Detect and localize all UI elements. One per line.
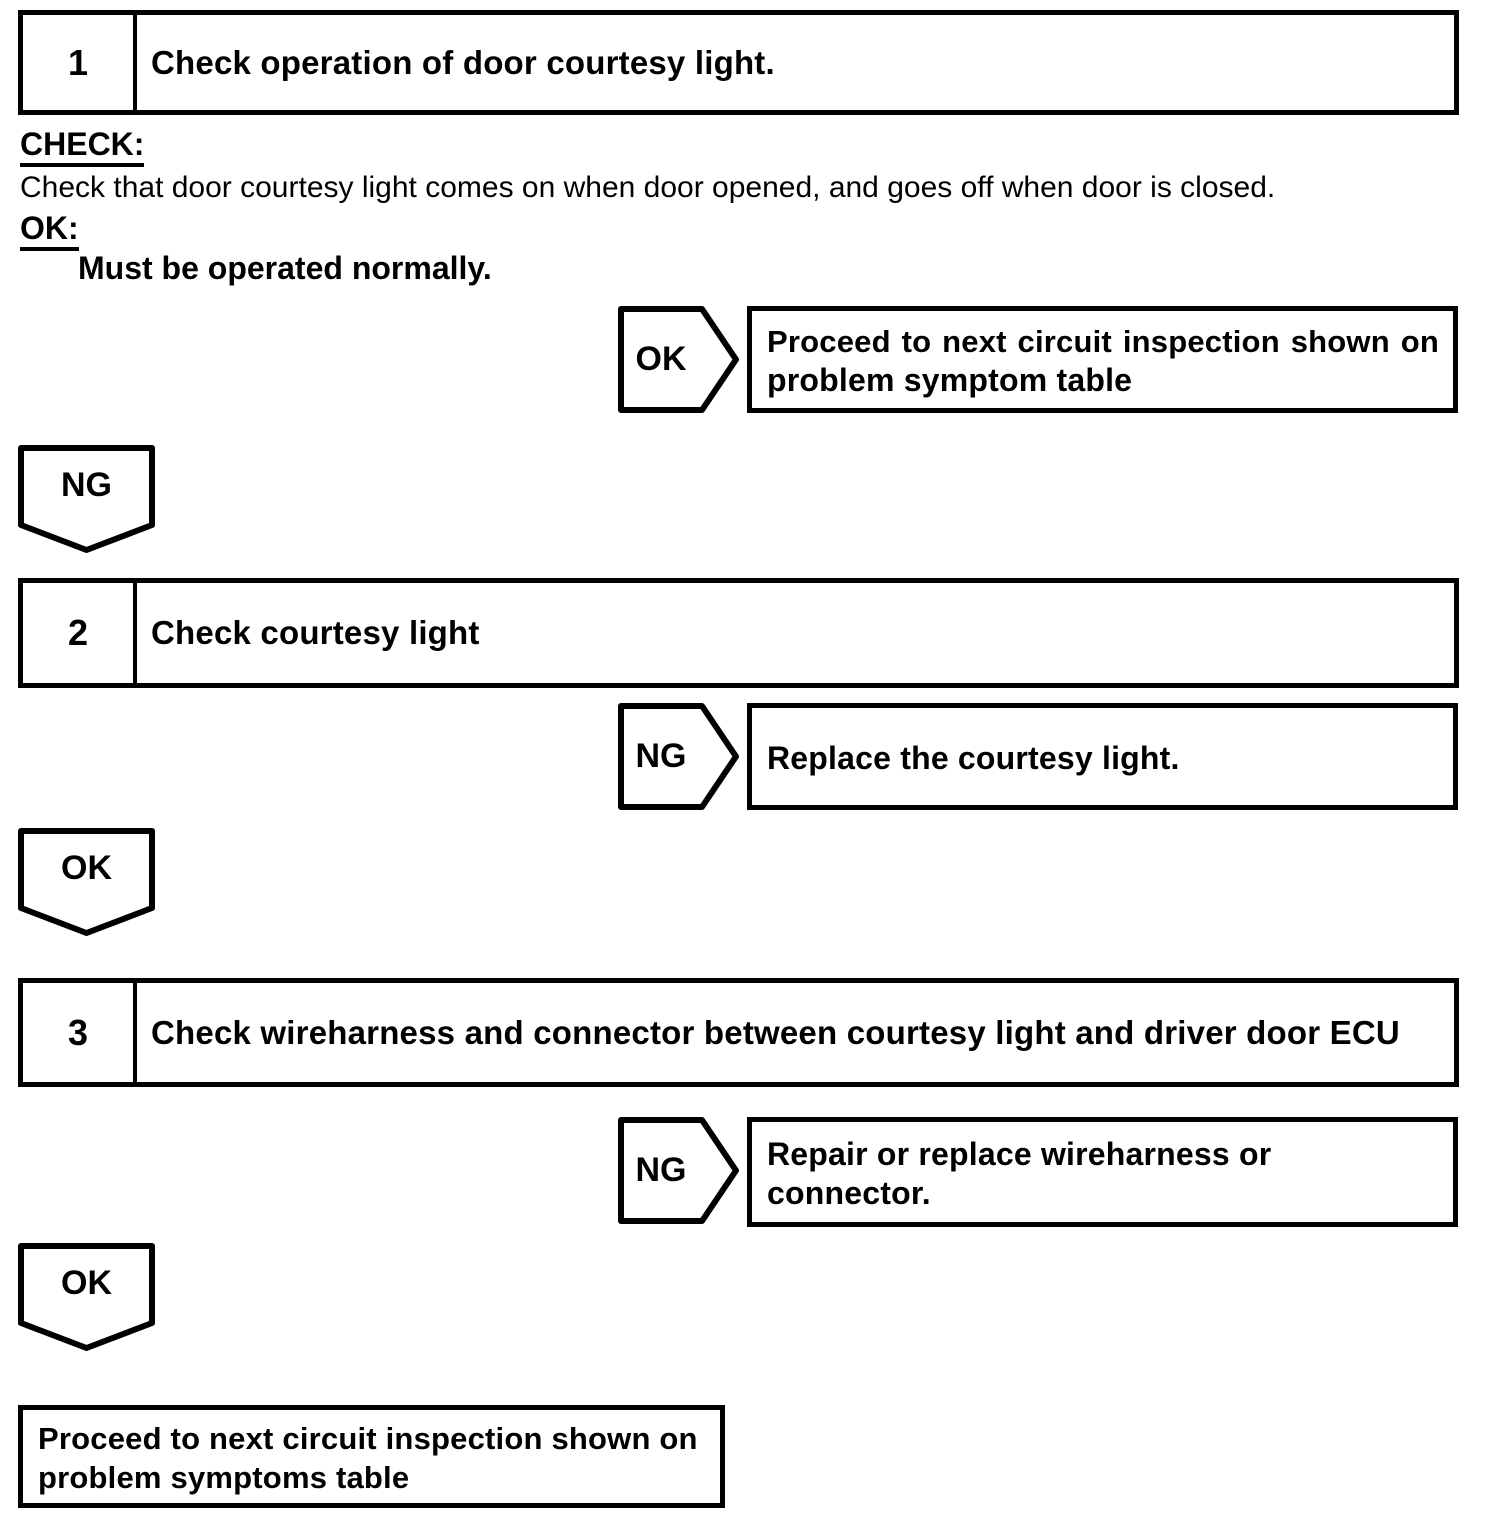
ok-label: OK:: [20, 212, 79, 251]
ng-arrow-connector-1: NG: [618, 703, 740, 810]
step-1-title: Check operation of door courtesy light.: [151, 43, 775, 81]
result-box-ok-1: Proceed to next circuit inspection shown…: [747, 306, 1458, 413]
down-pentagon-icon: [18, 445, 155, 553]
step-2-number: 2: [23, 583, 137, 683]
step-box-2: 2 Check courtesy light: [18, 578, 1459, 688]
ng-arrow-connector-2: NG: [618, 1117, 740, 1224]
down-pentagon-icon: [18, 1243, 155, 1351]
result-box-ng-1: Replace the courtesy light.: [747, 703, 1458, 810]
right-pentagon-icon: [618, 1117, 739, 1224]
result-text: Repair or replace wireharness or connect…: [767, 1135, 1272, 1211]
ok-requirement: Must be operated normally.: [78, 250, 492, 286]
step-2-title: Check courtesy light: [151, 614, 480, 651]
result-text: Replace the courtesy light.: [767, 739, 1180, 776]
right-pentagon-icon: [618, 703, 739, 810]
result-text: Proceed to next circuit inspection shown…: [767, 324, 1439, 360]
step-box-1: 1 Check operation of door courtesy light…: [18, 10, 1459, 115]
verdict-label-ng: NG: [635, 1151, 687, 1189]
ok-down-connector-2: OK: [18, 1243, 155, 1351]
right-pentagon-icon: [618, 306, 739, 413]
connector-label-ng: NG: [61, 465, 112, 504]
verdict-label-ng: NG: [635, 737, 687, 775]
connector-label-ok: OK: [61, 848, 112, 887]
ok-arrow-connector-1: OK: [618, 306, 740, 413]
check-label: CHECK:: [20, 128, 145, 167]
step-1-number: 1: [23, 15, 137, 110]
final-result-box: Proceed to next circuit inspection shown…: [18, 1405, 725, 1508]
connector-label-ok: OK: [61, 1263, 112, 1302]
final-result-text: Proceed to next circuit inspection shown…: [38, 1421, 698, 1456]
step-3-title: Check wireharness and connector between …: [151, 1013, 1400, 1051]
final-result-text: problem symptoms table: [38, 1459, 410, 1495]
step-box-3: 3 Check wireharness and connector betwee…: [18, 978, 1459, 1087]
step-3-number: 3: [23, 983, 137, 1082]
ok-down-connector-1: OK: [18, 828, 155, 936]
check-instruction: Check that door courtesy light comes on …: [20, 171, 1276, 204]
down-pentagon-icon: [18, 828, 155, 936]
ng-down-connector: NG: [18, 445, 155, 553]
result-box-ng-2: Repair or replace wireharness or connect…: [747, 1117, 1458, 1227]
verdict-label-ok: OK: [635, 340, 687, 378]
result-text: problem symptom table: [767, 361, 1133, 398]
